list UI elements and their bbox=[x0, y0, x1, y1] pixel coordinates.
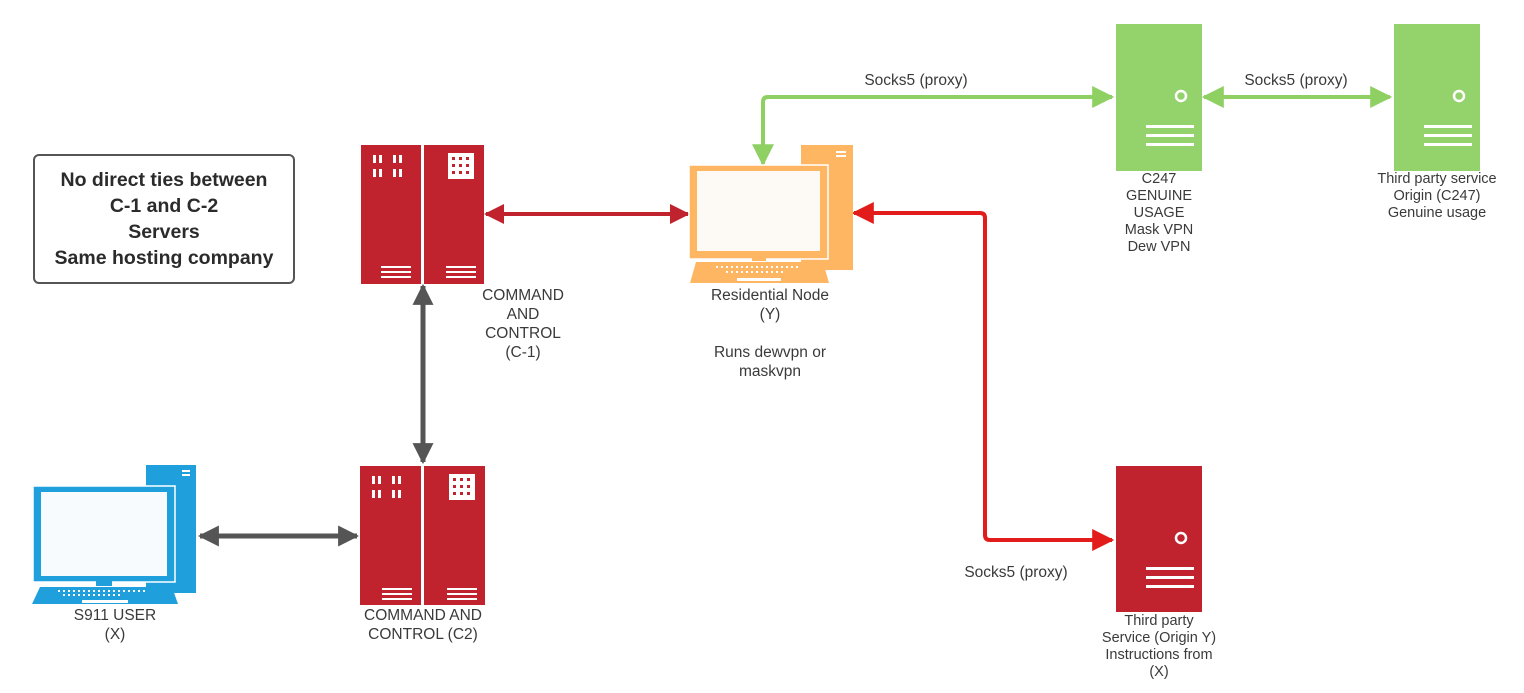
third-party-y-server-tower-icon bbox=[1116, 466, 1202, 612]
edge-residential-third-y bbox=[851, 202, 1115, 551]
residential-label: Residential Node (Y) Runs dewvpn or mask… bbox=[690, 286, 850, 381]
third-party-c247-label-line: Genuine usage bbox=[1387, 205, 1487, 221]
residential-label-line: maskvpn bbox=[738, 363, 802, 380]
third-party-y-label-line: (X) bbox=[1149, 664, 1169, 680]
third-party-c247-label-line: Origin (C247) bbox=[1393, 188, 1481, 204]
c1-label: COMMAND AND CONTROL (C-1) bbox=[468, 286, 578, 362]
c247-label-line: Dew VPN bbox=[1127, 239, 1191, 255]
residential-label-line: Runs dewvpn or bbox=[713, 344, 826, 361]
c247-server-tower-icon bbox=[1116, 24, 1202, 171]
c1-label-line: COMMAND bbox=[482, 287, 564, 304]
edge-residential-c247 bbox=[752, 86, 1115, 167]
c247-label-line: C247 bbox=[1141, 171, 1177, 187]
note-text: No direct ties between C-1 and C-2 Serve… bbox=[54, 169, 274, 269]
residential-label-line: (Y) bbox=[759, 306, 781, 323]
c247-label-line: USAGE bbox=[1133, 205, 1185, 221]
third-party-y-label-line: Instructions from bbox=[1105, 647, 1213, 663]
edge-label-c247-third-c247: Socks5 (proxy) bbox=[1244, 72, 1348, 89]
c1-label-line: CONTROL bbox=[485, 325, 561, 342]
note-box: No direct ties between C-1 and C-2 Serve… bbox=[33, 154, 295, 284]
third-party-y-label-line: Service (Origin Y) bbox=[1101, 630, 1217, 646]
user-label-line: S911 USER bbox=[73, 607, 157, 624]
edge-label-residential-c247: Socks5 (proxy) bbox=[864, 72, 968, 89]
c1-label-line: AND bbox=[506, 306, 540, 323]
residential-label-line bbox=[690, 324, 850, 343]
residential-desktop-computer-icon bbox=[688, 145, 853, 283]
c1-server-rack-icon bbox=[361, 145, 484, 284]
third-party-c247-label-line: Third party service bbox=[1377, 171, 1497, 187]
user-label: S911 USER (X) bbox=[40, 606, 190, 644]
user-label-line: (X) bbox=[104, 626, 126, 643]
edge-label-residential-third-y: Socks5 (proxy) bbox=[964, 564, 1068, 581]
user-desktop-computer-icon bbox=[32, 465, 196, 604]
c247-label-line: Mask VPN bbox=[1124, 222, 1194, 238]
c2-label-line: COMMAND AND bbox=[364, 607, 482, 624]
c2-server-rack-icon bbox=[360, 466, 485, 605]
third-party-y-label-line: Third party bbox=[1124, 613, 1194, 629]
c2-label: COMMAND AND CONTROL (C2) bbox=[343, 606, 503, 644]
c2-label-line: CONTROL (C2) bbox=[368, 626, 478, 643]
third-party-c247-label: Third party service Origin (C247) Genuin… bbox=[1362, 171, 1512, 222]
third-party-y-label: Third party Service (Origin Y) Instructi… bbox=[1094, 613, 1224, 681]
residential-label-line: Residential Node bbox=[710, 287, 830, 304]
c1-label-line: (C-1) bbox=[505, 344, 541, 361]
c247-label: C247 GENUINE USAGE Mask VPN Dew VPN bbox=[1099, 171, 1219, 256]
c247-label-line: GENUINE bbox=[1125, 188, 1193, 204]
third-party-c247-server-tower-icon bbox=[1394, 24, 1480, 171]
